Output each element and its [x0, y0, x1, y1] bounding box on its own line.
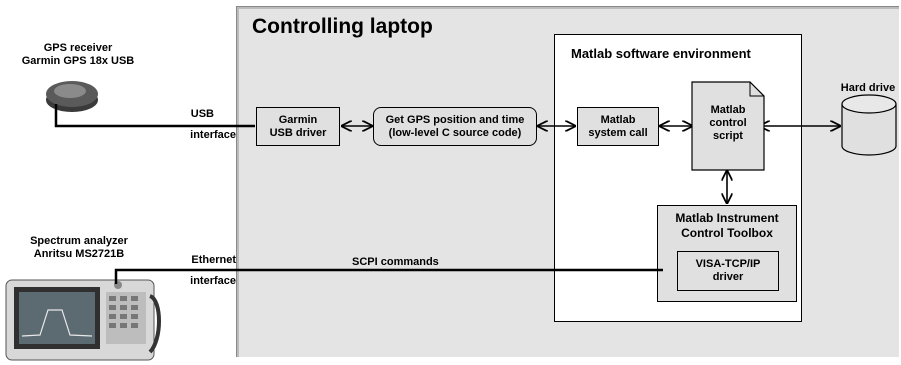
spectrum-label-line1: Spectrum analyzer	[30, 235, 128, 247]
toolbox-title-line2: Control Toolbox	[681, 226, 773, 240]
spectrum-analyzer-icon	[5, 279, 161, 361]
gps-receiver-label: GPS receiver Garmin GPS 18x USB	[14, 42, 142, 68]
scpi-commands-label: SCPI commands	[352, 256, 439, 268]
script-line2: control	[709, 117, 747, 129]
visa-line1: VISA-TCP/IP	[695, 258, 761, 270]
spectrum-analyzer-label: Spectrum analyzer Anritsu MS2721B	[4, 235, 154, 261]
spectrum-label-line2: Anritsu MS2721B	[33, 248, 125, 260]
usb-cable	[54, 104, 255, 128]
get-gps-line2: (low-level C source code)	[388, 126, 522, 139]
usb-label-line2: interface	[190, 129, 236, 141]
gps-label-line1: GPS receiver	[43, 42, 113, 54]
ethernet-label-line1: Ethernet	[191, 254, 236, 266]
matlab-system-call-box: Matlab system call	[577, 107, 659, 146]
syscall-line2: system call	[588, 126, 648, 139]
gps-label-line2: Garmin GPS 18x USB	[21, 55, 135, 67]
visa-line2: driver	[712, 271, 744, 283]
matlab-environment-title: Matlab software environment	[571, 46, 751, 61]
instrument-toolbox-title: Matlab Instrument Control Toolbox	[657, 211, 797, 241]
get-gps-position-box: Get GPS position and time (low-level C s…	[373, 107, 537, 146]
garmin-driver-line2: USB driver	[269, 126, 327, 139]
ethernet-label-line2: interface	[190, 275, 236, 287]
usb-interface-label: USB interface	[176, 108, 236, 142]
gps-receiver-icon	[46, 81, 98, 112]
laptop-title: Controlling laptop	[252, 15, 433, 38]
garmin-driver-line1: Garmin	[278, 113, 318, 126]
usb-label-line1: USB	[190, 108, 214, 120]
garmin-usb-driver-box: Garmin USB driver	[256, 107, 340, 146]
get-gps-line1: Get GPS position and time	[385, 113, 525, 126]
control-script-document	[691, 81, 765, 171]
ethernet-interface-label: Ethernet interface	[176, 254, 236, 288]
hard-drive-label: Hard drive	[840, 82, 896, 94]
hard-drive-icon	[841, 94, 897, 156]
ethernet-cable	[114, 268, 663, 284]
control-script-label: Matlab control script	[692, 104, 764, 143]
toolbox-title-line1: Matlab Instrument	[675, 211, 779, 225]
visa-tcpip-driver-box: VISA-TCP/IP driver	[677, 251, 779, 291]
syscall-line1: Matlab	[600, 113, 636, 126]
script-line3: script	[713, 130, 743, 142]
script-line1: Matlab	[710, 104, 746, 116]
